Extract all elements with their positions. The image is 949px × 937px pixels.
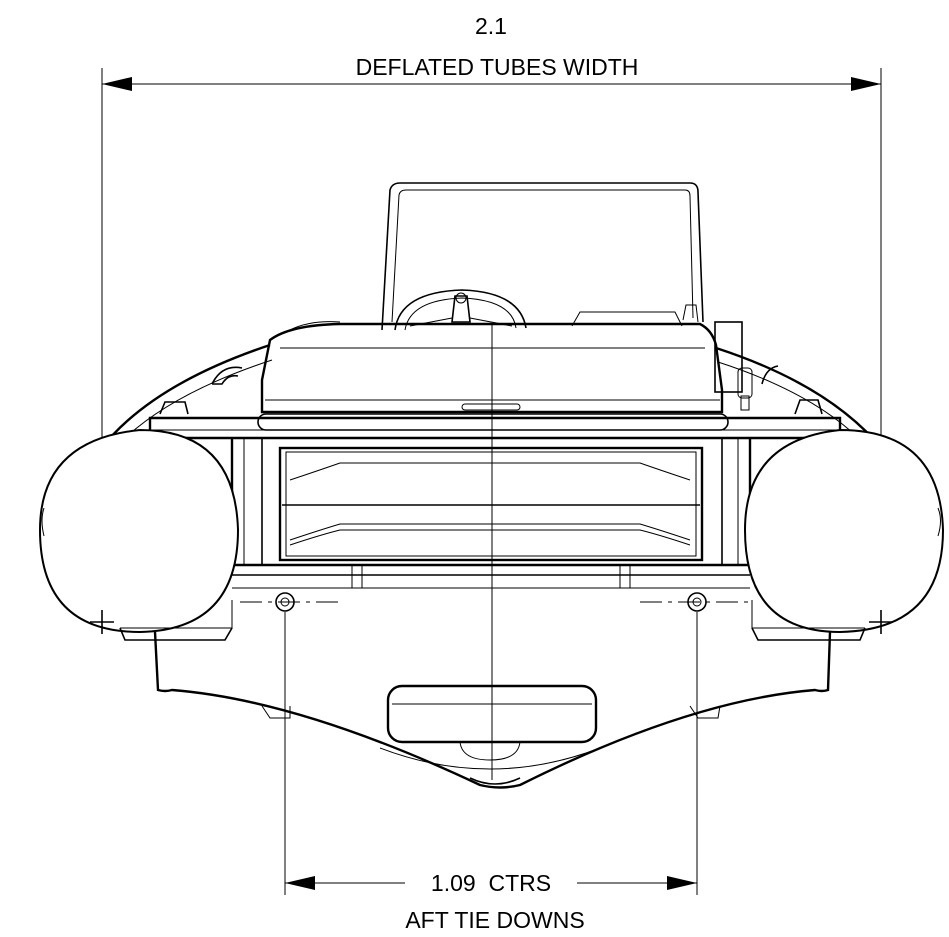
arrowhead-right <box>667 876 697 890</box>
console-fittings <box>571 304 753 411</box>
boat-outline <box>38 182 945 789</box>
overall-width-value: 2.1 <box>475 13 507 39</box>
arrowhead-right <box>851 77 881 91</box>
transom <box>230 438 752 589</box>
tie-down-spacing-label: AFT TIE DOWNS <box>405 907 584 933</box>
transom-rail <box>148 413 842 440</box>
overall-width-label: DEFLATED TUBES WIDTH <box>356 54 639 80</box>
arrowhead-left <box>285 876 315 890</box>
left-inflatable-tube <box>38 428 240 641</box>
tie-down-fittings <box>240 592 750 612</box>
lower-hull <box>153 631 832 789</box>
right-inflatable-tube <box>743 428 945 641</box>
tie-down-spacing-value: 1.09 CTRS <box>431 870 551 896</box>
overall-width-dimension: 2.1 DEFLATED TUBES WIDTH <box>101 13 882 622</box>
tube-extent-marks <box>90 610 893 634</box>
tie-down-spacing-dimension: 1.09 CTRS AFT TIE DOWNS <box>284 612 698 933</box>
arrowhead-left <box>102 77 132 91</box>
windshield <box>381 182 704 331</box>
